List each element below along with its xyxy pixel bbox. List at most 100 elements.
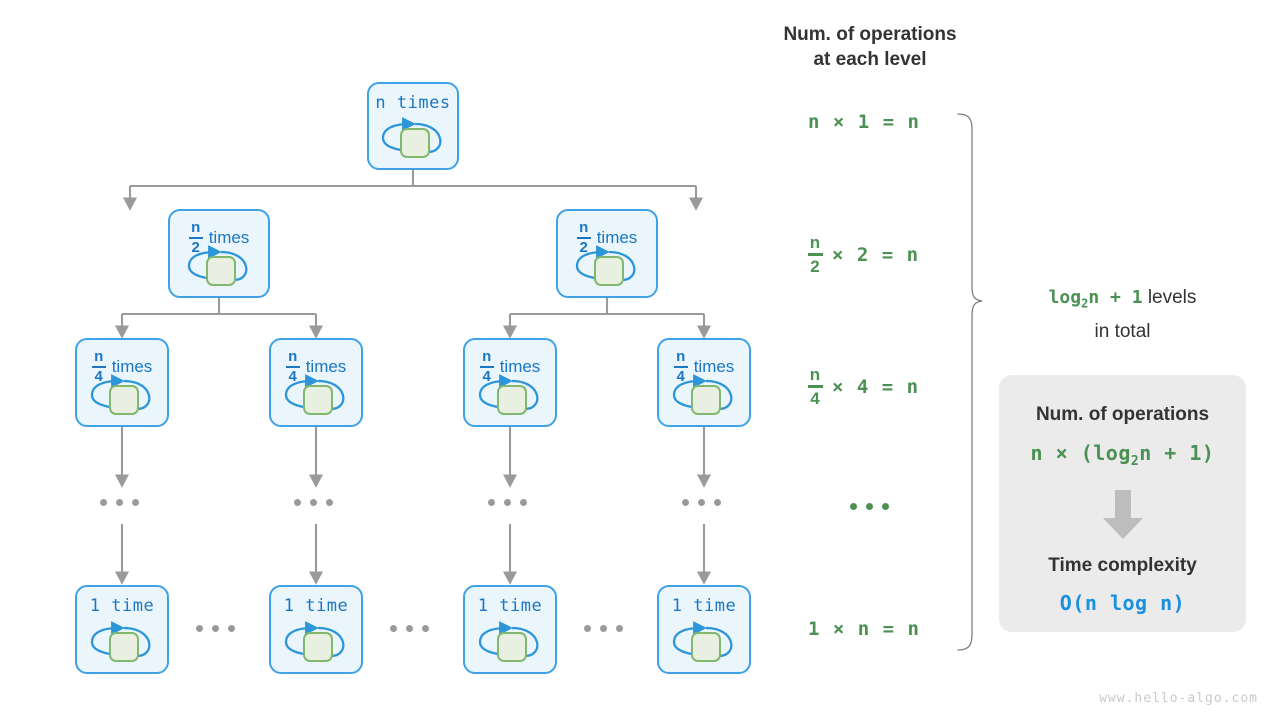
ops-equation-text: n × 1 = n [808,111,920,133]
operation-box [109,632,139,662]
right-panel-heading-line2: at each level [813,49,927,70]
node-label-text: 1 time [89,596,155,616]
ops-equation-level-2: n 2 × 2 = n [808,234,919,275]
fraction-bar [285,365,300,368]
fraction: n 4 [808,366,823,407]
tree-node-l3-d: n 4 times [657,338,751,427]
operation-box [303,385,333,415]
vertical-ellipsis [682,499,721,506]
node-label: 1 time [77,596,167,616]
levels-total-line2: in total [1094,320,1151,342]
ops-equation-text: × 2 = n [832,243,920,266]
node-label: n 4 times [271,349,361,385]
fraction-numerator: n [809,233,822,252]
node-label-text: times [208,227,250,247]
horizontal-ellipsis [584,625,623,632]
vertical-ellipsis [488,499,527,506]
ops-equation-level-3: n 4 × 4 = n [808,366,919,407]
footer-url: www.hello-algo.com [1099,691,1258,706]
ops-equation-text: × 4 = n [832,375,920,398]
summary-ops-title: Num. of operations [1035,404,1210,425]
levels-brace [957,113,983,651]
tree-node-l2-b: n 2 times [556,209,658,298]
node-label: n 2 times [558,220,656,256]
fraction-bar [673,365,688,368]
node-label-text: 1 time [283,596,349,616]
node-label: n 4 times [659,349,749,385]
operation-box [206,256,236,286]
fraction-numerator: n [809,365,822,384]
vertical-ellipsis [294,499,333,506]
fraction-bar [808,385,823,388]
fraction-denominator: 2 [579,239,588,257]
tree-node-l4-a: 1 time [75,585,169,674]
node-label-text: times [693,356,735,376]
node-label-text: times [596,227,638,247]
fraction: n 2 [576,219,591,257]
node-label: n 2 times [170,220,268,256]
fraction-bar [91,365,106,368]
operation-box [109,385,139,415]
fraction: n 4 [673,348,688,386]
node-label-text: times [499,356,541,376]
horizontal-ellipsis [196,625,235,632]
node-label: 1 time [659,596,749,616]
node-label: 1 time [465,596,555,616]
fraction-numerator: n [579,219,589,236]
fraction-denominator: 2 [810,256,821,276]
fraction: n 2 [188,219,203,257]
node-label-text: times [305,356,347,376]
tree-node-l2-a: n 2 times [168,209,270,298]
tree-node-l4-b: 1 time [269,585,363,674]
node-label-text: 1 time [477,596,543,616]
fraction-bar [808,253,823,256]
fraction-numerator: n [191,219,201,236]
tree-node-l3-c: n 4 times [463,338,557,427]
tree-node-l3-a: n 4 times [75,338,169,427]
summary-complexity-title: Time complexity [1048,555,1197,576]
operation-box [594,256,624,286]
fraction-denominator: 4 [94,368,103,386]
levels-total-formula: log2n + 1 [1048,287,1143,311]
fraction-numerator: n [288,348,298,365]
fraction-bar [576,236,591,239]
operation-box [691,632,721,662]
down-arrow-icon [1102,490,1143,539]
node-label: n 4 times [77,349,167,385]
tree-node-root: n times [367,82,459,170]
tree-node-l3-b: n 4 times [269,338,363,427]
ops-equation-level-last: 1 × n = n [808,618,920,640]
fraction-bar [479,365,494,368]
fraction: n 4 [479,348,494,385]
summary-ops-formula: n × (log2n + 1) [1030,441,1215,469]
vertical-ellipsis [100,499,139,506]
fraction: n 2 [808,234,823,275]
tree-node-l4-c: 1 time [463,585,557,674]
levels-total-line1: log2n + 1 levels [1010,284,1235,318]
operation-box [400,128,430,158]
ops-equation-ellipsis [850,503,889,510]
levels-total-suffix: levels [1147,287,1197,308]
ops-equation-level-1: n × 1 = n [808,111,920,133]
fraction-numerator: n [676,348,686,365]
fraction-denominator: 4 [810,388,821,408]
summary-complexity-formula: O(n log n) [1059,591,1186,615]
operation-box [691,385,721,415]
right-panel-heading-line1: Num. of operations [783,24,957,45]
levels-total-label: log2n + 1 levels in total [1010,284,1235,346]
node-label-text: 1 time [671,596,737,616]
node-label: n 4 times [465,349,555,385]
operation-box [497,632,527,662]
fraction-denominator: 4 [288,368,297,386]
operation-box [497,385,527,415]
node-label-text: n times [375,93,451,113]
fraction-numerator: n [482,348,492,365]
fraction-denominator: 2 [191,239,200,257]
fraction: n 4 [91,349,106,386]
horizontal-ellipsis [390,625,429,632]
tree-node-l4-d: 1 time [657,585,751,674]
right-panel-heading: Num. of operations at each level [760,22,980,72]
ops-equation-text: 1 × n = n [808,618,920,640]
fraction-denominator: 4 [676,368,685,386]
